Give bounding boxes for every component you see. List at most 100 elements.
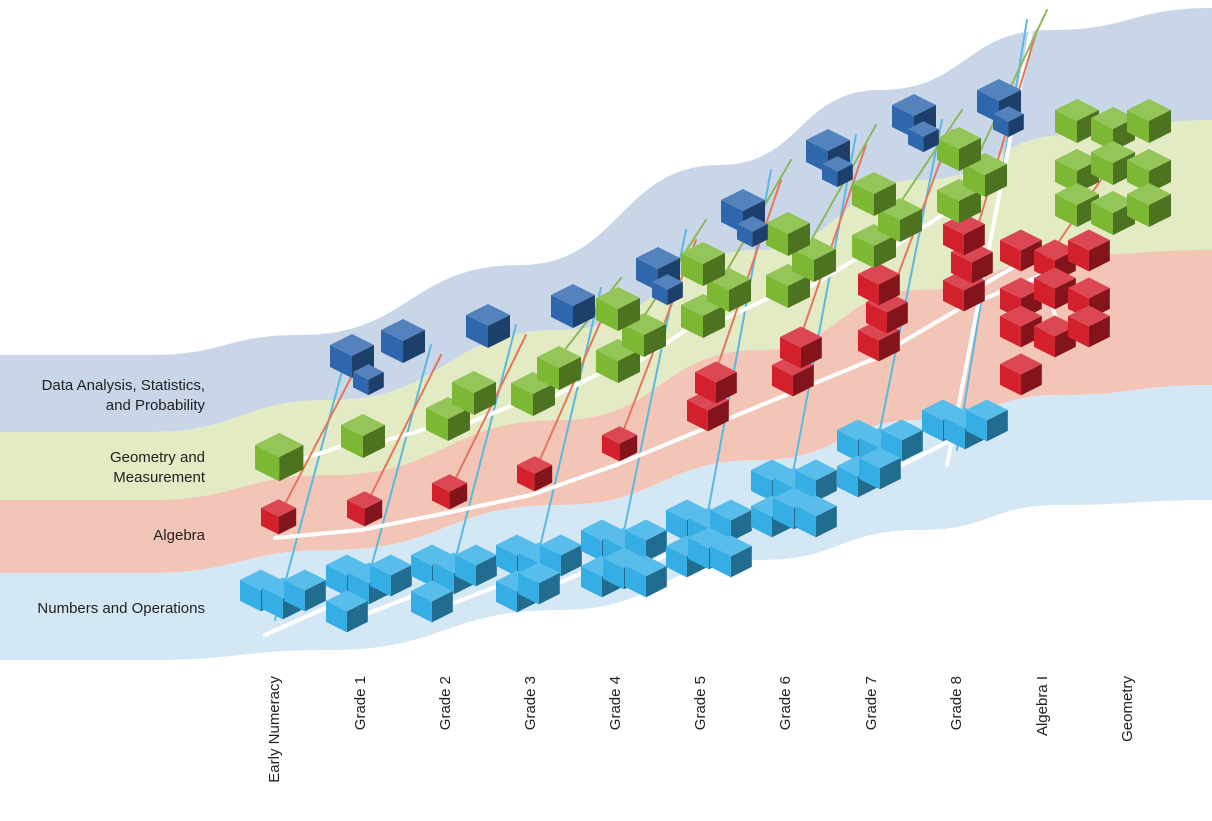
geometry-cube [255, 432, 304, 482]
algebra-cube [347, 491, 383, 527]
algebra-cube [858, 263, 900, 306]
progression-arrow [274, 369, 356, 524]
grade-label-text: Grade 8 [948, 676, 965, 731]
data-analysis-cube [993, 106, 1024, 138]
geometry-cube [1127, 183, 1171, 227]
data-analysis-cube [381, 319, 425, 363]
grade-label-text: Grade 7 [863, 676, 880, 731]
progression-arrow [445, 334, 527, 499]
grade-label: Early Numeracy [263, 676, 287, 796]
grade-label-text: Geometry [1119, 676, 1136, 742]
connection-link [273, 528, 362, 540]
data-analysis-cube [466, 304, 510, 348]
grade-label: Grade 5 [689, 676, 713, 796]
numbers-cube [540, 534, 582, 577]
algebra-cube [261, 499, 297, 535]
numbers-cube [795, 459, 837, 502]
grade-label: Algebra I [1031, 676, 1055, 796]
geometry-cube [537, 346, 581, 390]
strand-label-line: Numbers and Operations [37, 600, 205, 617]
algebra-cube [1000, 305, 1042, 348]
connection-link [529, 463, 618, 497]
numbers-cube [795, 495, 837, 538]
grade-label: Grade 2 [434, 676, 458, 796]
numbers-cube [370, 554, 412, 597]
geometry-cube [622, 313, 666, 357]
connection-link [359, 511, 448, 532]
numbers-cube [966, 399, 1008, 442]
numbers-cube [455, 544, 497, 587]
algebra-cube [1034, 267, 1076, 310]
geometry-cube [792, 238, 836, 282]
algebra-cube [695, 361, 737, 404]
connection-link [444, 493, 533, 515]
geometry-cube [681, 242, 725, 286]
geometry-cube [1127, 99, 1171, 143]
algebra-cube [1000, 353, 1042, 396]
progression-arrow [530, 297, 612, 481]
numbers-cube [326, 590, 368, 633]
band-algebra [0, 250, 1212, 573]
numbers-cube [284, 569, 326, 612]
data-analysis-cube [652, 274, 683, 306]
numbers-cube [710, 535, 752, 578]
grade-label: Grade 1 [349, 676, 373, 796]
numbers-cube [625, 555, 667, 598]
progression-arrow [274, 359, 346, 621]
strand-label-line: Geometry and [109, 449, 205, 466]
geometry-cube [452, 371, 496, 415]
algebra-cube [780, 326, 822, 369]
geometry-cube [852, 172, 896, 216]
geometry-cube [1055, 149, 1099, 193]
progression-arrow [445, 324, 517, 596]
geometry-cube [426, 397, 470, 441]
geometry-cube [1127, 149, 1171, 193]
grade-label: Grade 3 [519, 676, 543, 796]
grade-label: Grade 4 [604, 676, 628, 796]
geometry-cube [766, 264, 810, 308]
algebra-cube [432, 474, 468, 510]
geometry-cube [596, 287, 640, 331]
progression-arrow [360, 344, 432, 606]
numbers-cube [518, 562, 560, 605]
grade-label-text: Algebra I [1034, 676, 1051, 737]
progression-arrow [530, 287, 602, 586]
data-analysis-cube [908, 121, 939, 153]
geometry-cube [341, 414, 385, 458]
grade-label: Grade 7 [860, 676, 884, 796]
strand-label-line: Algebra [153, 527, 205, 544]
strand-label-line: and Probability [105, 397, 205, 414]
numbers-cube [859, 447, 901, 490]
grade-label-text: Grade 4 [607, 676, 624, 731]
numbers-cube [881, 419, 923, 462]
grade-label-text: Early Numeracy [266, 676, 283, 783]
algebra-cube [602, 426, 638, 462]
concept-cubes [240, 79, 1171, 633]
strand-label-line: Measurement [113, 469, 205, 486]
grade-label-text: Grade 3 [522, 676, 539, 731]
geometry-cube [937, 127, 981, 171]
grade-label: Grade 6 [774, 676, 798, 796]
algebra-cube [1068, 305, 1110, 348]
numbers-cube [411, 580, 453, 623]
geometry-cube [852, 224, 896, 268]
grade-label: Geometry [1116, 676, 1140, 796]
strand-label-algebra: Algebra [153, 526, 205, 546]
grade-label-text: Grade 5 [692, 676, 709, 731]
progression-arrow [360, 354, 442, 516]
data-analysis-cube [353, 364, 384, 396]
data-analysis-cube [822, 156, 853, 188]
data-analysis-cube [551, 284, 595, 328]
strand-label-line: Data Analysis, Statistics, [41, 377, 205, 394]
progression-arrow [785, 134, 857, 511]
algebra-cube [1000, 229, 1042, 272]
grade-label: Grade 8 [945, 676, 969, 796]
progression-arrow [871, 119, 943, 471]
connection-link [614, 428, 703, 467]
algebra-cube [943, 213, 985, 256]
strand-label-geometry: Geometry and Measurement [110, 448, 205, 488]
strand-label-numbers: Numbers and Operations [37, 599, 205, 619]
algebra-cube [1068, 229, 1110, 272]
grade-label-text: Grade 2 [437, 676, 454, 731]
